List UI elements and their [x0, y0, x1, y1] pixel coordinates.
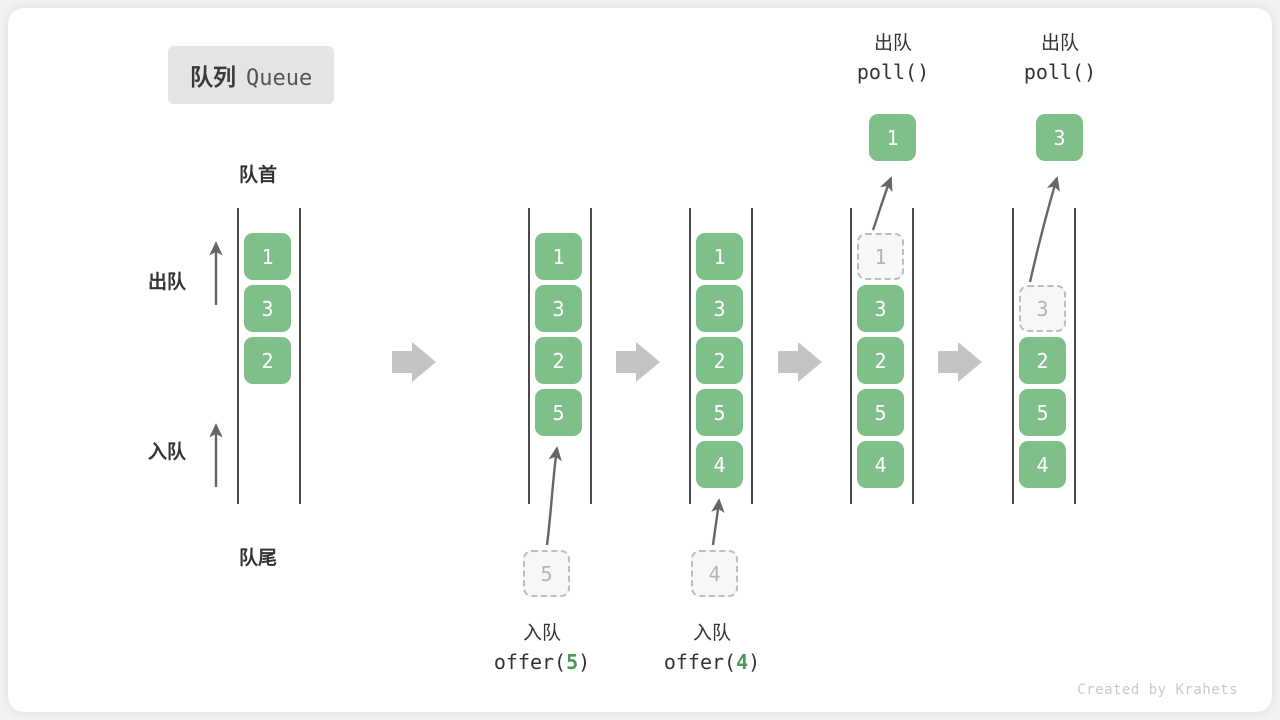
caption-poll-3-cn: 出队 [1040, 33, 1079, 54]
rail-right-col3 [751, 208, 753, 504]
outgoing-element: 1 [869, 114, 916, 161]
incoming-element-ghost: 4 [691, 550, 738, 597]
caption-poll-3: 出队 poll() [980, 30, 1140, 87]
dequeue-direction-label: 出队 [148, 272, 187, 293]
rail-left-col1 [237, 208, 239, 504]
caption-poll-1-cn: 出队 [873, 33, 912, 54]
queue-element: 5 [696, 389, 743, 436]
diagram-card [8, 8, 1272, 712]
title-label-en: Queue [246, 66, 313, 91]
queue-element: 4 [857, 441, 904, 488]
caption-offer-5-code: offer(5) [493, 649, 591, 674]
incoming-element-ghost: 5 [523, 550, 570, 597]
queue-element: 1 [535, 233, 582, 280]
queue-element: 3 [535, 285, 582, 332]
caption-offer-5: 入队 offer(5) [462, 620, 622, 677]
rail-right-col4 [912, 208, 914, 504]
queue-element: 3 [244, 285, 291, 332]
caption-poll-1: 出队 poll() [813, 30, 973, 87]
rail-left-col4 [850, 208, 852, 504]
queue-element: 2 [857, 337, 904, 384]
rail-right-col5 [1074, 208, 1076, 504]
queue-element-ghost: 1 [857, 233, 904, 280]
queue-element: 1 [696, 233, 743, 280]
caption-poll-1-code: poll() [856, 59, 930, 84]
queue-element: 4 [696, 441, 743, 488]
queue-rear-label: 队尾 [239, 548, 278, 569]
queue-element-ghost: 3 [1019, 285, 1066, 332]
title-label-cn: 队列 [190, 64, 236, 90]
queue-element: 5 [857, 389, 904, 436]
rail-right-col1 [299, 208, 301, 504]
queue-element: 2 [535, 337, 582, 384]
queue-element: 2 [696, 337, 743, 384]
rail-left-col3 [689, 208, 691, 504]
caption-offer-4-cn: 入队 [692, 623, 731, 644]
caption-offer-5-cn: 入队 [522, 623, 561, 644]
outgoing-element: 3 [1036, 114, 1083, 161]
enqueue-direction-label: 入队 [148, 442, 187, 463]
caption-offer-4-arg: 4 [736, 649, 749, 674]
title-badge: 队列 Queue [168, 46, 335, 104]
rail-right-col2 [590, 208, 592, 504]
queue-element: 4 [1019, 441, 1066, 488]
rail-left-col2 [528, 208, 530, 504]
queue-element: 3 [857, 285, 904, 332]
watermark-credit: Created by Krahets [1077, 682, 1238, 698]
caption-offer-5-arg: 5 [566, 649, 579, 674]
queue-element: 2 [1019, 337, 1066, 384]
rail-left-col5 [1012, 208, 1014, 504]
queue-element: 5 [1019, 389, 1066, 436]
caption-offer-4-code: offer(4) [663, 649, 761, 674]
queue-element: 3 [696, 285, 743, 332]
caption-poll-3-code: poll() [1023, 59, 1097, 84]
queue-element: 1 [244, 233, 291, 280]
queue-front-label: 队首 [239, 165, 278, 186]
queue-element: 5 [535, 389, 582, 436]
queue-element: 2 [244, 337, 291, 384]
caption-offer-4: 入队 offer(4) [632, 620, 792, 677]
